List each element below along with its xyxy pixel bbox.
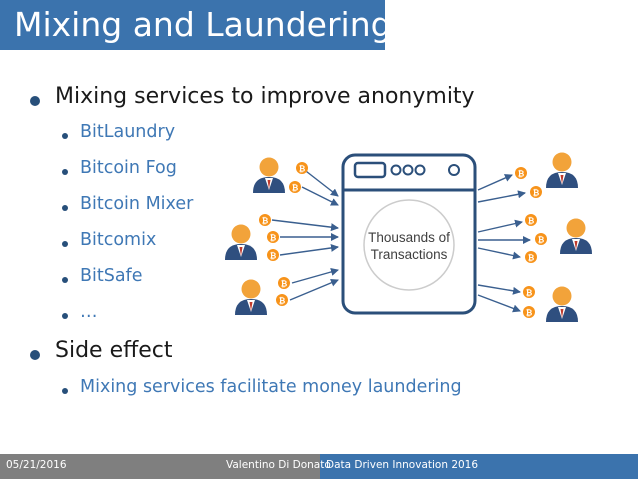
slide-title: Mixing and Laundering (14, 5, 392, 44)
bullet-dot (62, 133, 68, 139)
bullet-dot (62, 388, 68, 394)
machine-label-line2: Transactions (371, 247, 448, 262)
bitcoin-coin-icon (530, 186, 542, 198)
bullet-ellipsis: … (80, 302, 98, 322)
person-icon (546, 286, 578, 322)
person-icon (235, 279, 267, 315)
bullet-dot (62, 205, 68, 211)
bitcoin-coin-icon (523, 286, 535, 298)
bullet-dot (62, 277, 68, 283)
bullet-bitsafe: BitSafe (80, 266, 143, 286)
person-icon (560, 218, 592, 254)
bitcoin-coin-icon (525, 214, 537, 226)
bullet-dot (62, 169, 68, 175)
bitcoin-coin-icon (267, 231, 279, 243)
bitcoin-coin-icon (267, 249, 279, 261)
incoming-arrows (271, 167, 339, 301)
bitcoin-coin-icon (276, 294, 288, 306)
bullet-dot (62, 241, 68, 247)
footer-date: 05/21/2016 (6, 459, 67, 471)
bitcoin-coin-icon (278, 277, 290, 289)
bitcoin-coin-icon (515, 167, 527, 179)
person-icon (253, 157, 285, 193)
title-bar (0, 0, 385, 50)
bullet-bitlaundry: BitLaundry (80, 122, 176, 142)
bullet-side-effect: Side effect (55, 338, 173, 363)
person-icon (546, 152, 578, 188)
bullet-dot (30, 350, 40, 360)
bitcoin-coin-icon (289, 181, 301, 193)
footer-event: Data Driven Innovation 2016 (326, 459, 479, 471)
bitcoin-coin-icon (535, 233, 547, 245)
bullet-money-laundering: Mixing services facilitate money launder… (80, 377, 462, 397)
footer-event-bar (320, 454, 638, 479)
bitcoin-coin-icon (523, 306, 535, 318)
bullet-dot (30, 96, 40, 106)
bitcoin-coin-icon (525, 251, 537, 263)
washing-machine-icon (341, 153, 477, 315)
bullet-dot (62, 313, 68, 319)
bitcoin-coin-icon (259, 214, 271, 226)
bullet-bitcoin-fog: Bitcoin Fog (80, 158, 177, 178)
machine-label-line1: Thousands of (368, 230, 450, 245)
person-icon (225, 224, 257, 260)
footer-author: Valentino Di Donato (226, 459, 331, 471)
bitcoin-coin-icon (296, 162, 308, 174)
bullet-mixing-services: Mixing services to improve anonymity (55, 84, 475, 109)
bullet-bitcoin-mixer: Bitcoin Mixer (80, 194, 194, 214)
bullet-bitcomix: Bitcomix (80, 230, 157, 250)
outgoing-arrows (477, 174, 531, 313)
